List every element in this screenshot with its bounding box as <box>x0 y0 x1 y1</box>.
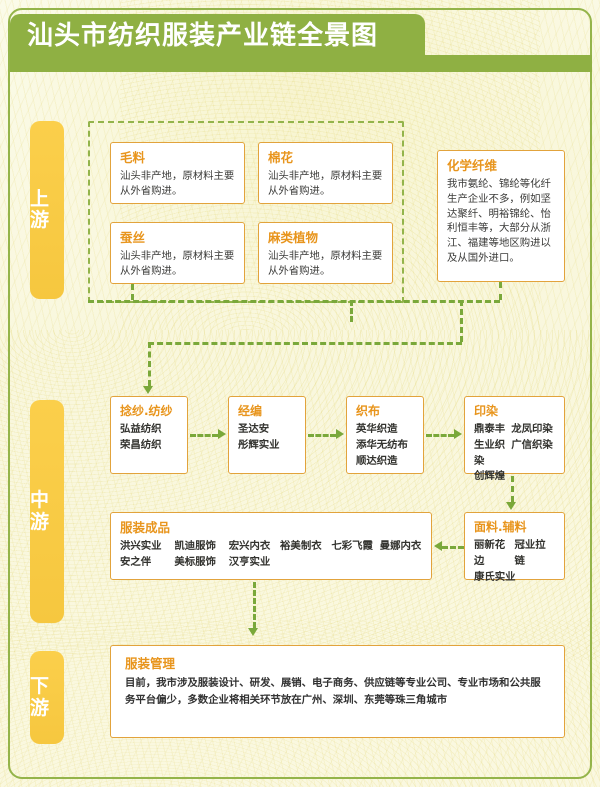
firm-item: 汉亨实业 <box>228 555 271 568</box>
firm-item: 洪兴实业 <box>120 540 162 552</box>
card-garment-products[interactable]: 服装成品 洪兴实业 凯迪服饰 宏兴内衣 裕美制衣 七彩飞霞 曼娜内衣 安之伴 美… <box>110 512 432 580</box>
firm-item: 康氏实业 <box>474 570 516 583</box>
card-fabric-accessories[interactable]: 面料.辅料 丽新花边 冠业拉链 康氏实业 <box>464 512 565 583</box>
card-spinning[interactable]: 捻纱.纺纱 弘益纺织 荣昌纺织 <box>110 396 188 474</box>
card-cotton-title: 棉花 <box>268 150 294 165</box>
card-weaving[interactable]: 织布 英华织造 添华无纺布 顺达织造 <box>346 396 424 474</box>
card-spinning-title: 捻纱.纺纱 <box>120 404 173 418</box>
connector-upstream-horizontal <box>88 300 500 303</box>
card-garment-management-body: 目前，我市涉及服装设计、研发、展销、电子商务、供应链等专业公司、专业市场和公共服… <box>125 677 541 706</box>
firm-item: 冠业拉链 <box>514 539 546 567</box>
firm-item: 凯迪服饰 <box>174 540 216 552</box>
stage-tab-upstream: 上游 <box>30 121 64 299</box>
firm-item: 创辉煌 <box>474 470 506 483</box>
card-garment-products-title: 服装成品 <box>120 520 171 535</box>
connector-warpknit-to-weaving <box>308 434 336 437</box>
card-silk[interactable]: 蚕丝 汕头非产地，原材料主要从外省购进。 <box>110 222 245 284</box>
stage-tab-midstream-label: 中游 <box>30 489 51 533</box>
firm-item: 七彩飞霞 <box>331 540 373 552</box>
firm-item: 圣达安 <box>238 423 270 436</box>
firm-item: 添华无纺布 <box>356 439 408 451</box>
firm-item: 广信织染 <box>511 439 553 451</box>
card-warp-knitting[interactable]: 经编 圣达安 彤辉实业 <box>228 396 306 474</box>
stage-tab-downstream: 下游 <box>30 651 64 744</box>
arrow-fabric-to-garment <box>434 541 442 551</box>
connector-spinning-to-warpknit <box>190 434 218 437</box>
firm-item: 鼎泰丰 <box>474 423 506 436</box>
card-chemical-fiber-body: 我市氨纶、锦纶等化纤生产企业不多，例如坚达聚纤、明裕锦纶、怡利恒丰等，大部分从浙… <box>447 178 551 264</box>
arrow-weaving-to-dyeing <box>454 429 462 439</box>
stage-tab-upstream-label: 上游 <box>30 187 51 231</box>
firm-item: 裕美制衣 <box>280 540 322 552</box>
arrow-spinning-to-warpknit <box>218 429 226 439</box>
card-silk-title: 蚕丝 <box>120 230 146 245</box>
connector-dyeing-to-fabric <box>511 476 514 502</box>
card-chemical-fiber[interactable]: 化学纤维 我市氨纶、锦纶等化纤生产企业不多，例如坚达聚纤、明裕锦纶、怡利恒丰等，… <box>437 150 565 282</box>
card-weaving-title: 织布 <box>356 404 381 418</box>
card-wool-title: 毛料 <box>120 150 146 165</box>
arrow-dyeing-to-fabric <box>506 502 516 510</box>
card-hemp-title: 麻类植物 <box>268 230 319 245</box>
arrow-into-spinning <box>143 386 153 394</box>
card-weaving-firms: 英华织造 添华无纺布 顺达织造 <box>356 422 414 469</box>
connector-upstream-stub <box>131 284 134 300</box>
card-garment-management-title: 服装管理 <box>125 656 176 671</box>
connector-drop-right <box>460 300 463 342</box>
firm-item: 龙凤印染 <box>511 423 553 436</box>
connector-midstream-horizontal <box>148 342 462 345</box>
connector-drop-mid <box>350 300 353 322</box>
card-garment-products-firms: 洪兴实业 凯迪服饰 宏兴内衣 裕美制衣 七彩飞霞 曼娜内衣 安之伴 美标服饰 汉… <box>120 539 422 570</box>
firm-item: 弘益纺织 <box>120 423 162 436</box>
card-wool[interactable]: 毛料 汕头非产地，原材料主要从外省购进。 <box>110 142 245 204</box>
card-chemical-fiber-title: 化学纤维 <box>447 158 498 173</box>
card-fabric-accessories-firms: 丽新花边 冠业拉链 康氏实业 <box>474 538 555 585</box>
stage-tab-downstream-label: 下游 <box>30 675 51 719</box>
page-title: 汕头市纺织服装产业链全景图 <box>27 21 379 51</box>
firm-item: 曼娜内衣 <box>379 540 422 552</box>
firm-item: 英华织造 <box>356 423 398 436</box>
title-banner: 汕头市纺织服装产业链全景图 <box>10 14 425 58</box>
card-warp-knitting-title: 经编 <box>238 404 263 418</box>
firm-item: 顺达织造 <box>356 454 398 467</box>
arrow-warpknit-to-weaving <box>336 429 344 439</box>
firm-item: 生业织染 <box>474 439 506 467</box>
card-garment-management[interactable]: 服装管理 目前，我市涉及服装设计、研发、展销、电子商务、供应链等专业公司、专业市… <box>110 645 565 738</box>
card-silk-body: 汕头非产地，原材料主要从外省购进。 <box>120 250 235 278</box>
card-warp-knitting-firms: 圣达安 彤辉实业 <box>238 422 296 453</box>
card-dyeing[interactable]: 印染 鼎泰丰 龙凤印染 生业织染 广信织染 创辉煌 <box>464 396 565 482</box>
card-hemp-body: 汕头非产地，原材料主要从外省购进。 <box>268 250 383 278</box>
title-banner-bar <box>10 55 592 72</box>
card-wool-body: 汕头非产地，原材料主要从外省购进。 <box>120 170 235 198</box>
connector-into-spinning <box>148 342 151 386</box>
firm-item: 丽新花边 <box>474 539 506 567</box>
card-cotton-body: 汕头非产地，原材料主要从外省购进。 <box>268 170 383 198</box>
arrow-garment-to-management <box>248 628 258 636</box>
stage-tab-midstream: 中游 <box>30 400 64 623</box>
card-dyeing-title: 印染 <box>474 404 499 418</box>
card-cotton[interactable]: 棉花 汕头非产地，原材料主要从外省购进。 <box>258 142 393 204</box>
card-dyeing-firms: 鼎泰丰 龙凤印染 生业织染 广信织染 创辉煌 <box>474 422 555 484</box>
connector-chemfiber-down <box>499 282 502 300</box>
firm-item: 宏兴内衣 <box>228 540 271 552</box>
background-pattern-middle <box>0 330 600 660</box>
card-spinning-firms: 弘益纺织 荣昌纺织 <box>120 422 178 453</box>
firm-item: 荣昌纺织 <box>120 439 162 451</box>
connector-weaving-to-dyeing <box>426 434 454 437</box>
card-fabric-accessories-title: 面料.辅料 <box>474 520 527 534</box>
firm-item: 安之伴 <box>120 555 152 568</box>
firm-item: 美标服饰 <box>174 555 216 568</box>
connector-fabric-to-garment <box>442 546 464 549</box>
connector-garment-to-management <box>253 582 256 628</box>
card-hemp[interactable]: 麻类植物 汕头非产地，原材料主要从外省购进。 <box>258 222 393 284</box>
firm-item: 彤辉实业 <box>238 439 280 451</box>
